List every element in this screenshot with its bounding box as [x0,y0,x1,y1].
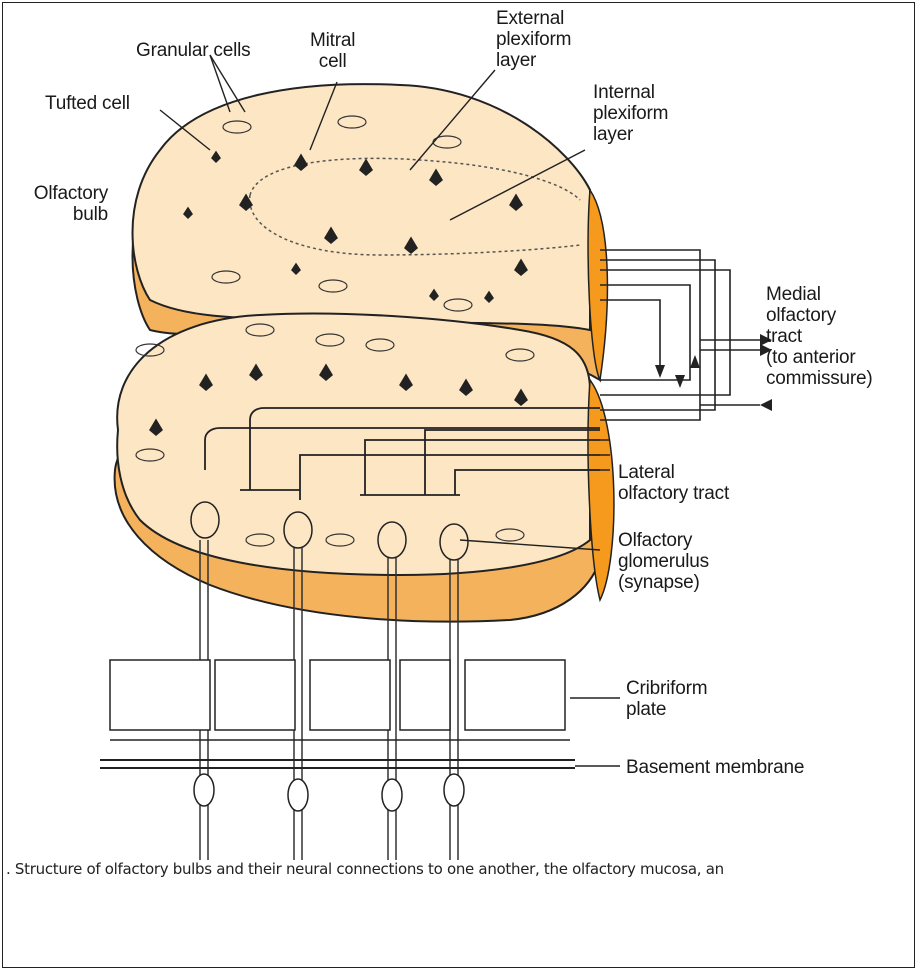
label-internal-plexiform: Internal plexiform layer [593,82,668,145]
receptor-cells [194,774,464,811]
label-granular-cells: Granular cells [136,40,250,61]
tract-lines [600,250,760,470]
label-glomerulus: Olfactory glomerulus (synapse) [618,530,709,593]
cribriform-plate [100,660,575,768]
label-lateral-tract: Lateral olfactory tract [618,462,729,504]
label-cribriform: Cribriform plate [626,678,707,720]
label-external-plexiform: External plexiform layer [496,8,571,71]
label-tufted-cell: Tufted cell [45,93,130,114]
label-basement: Basement membrane [626,757,804,778]
figure-caption: . Structure of olfactory bulbs and their… [6,860,724,878]
label-olfactory-bulb: Olfactory bulb [12,183,108,225]
label-mitral-cell: Mitral cell [310,30,355,72]
tract-arrowheads [655,334,772,411]
label-medial-tract: Medial olfactory tract (to anterior comm… [766,284,873,389]
